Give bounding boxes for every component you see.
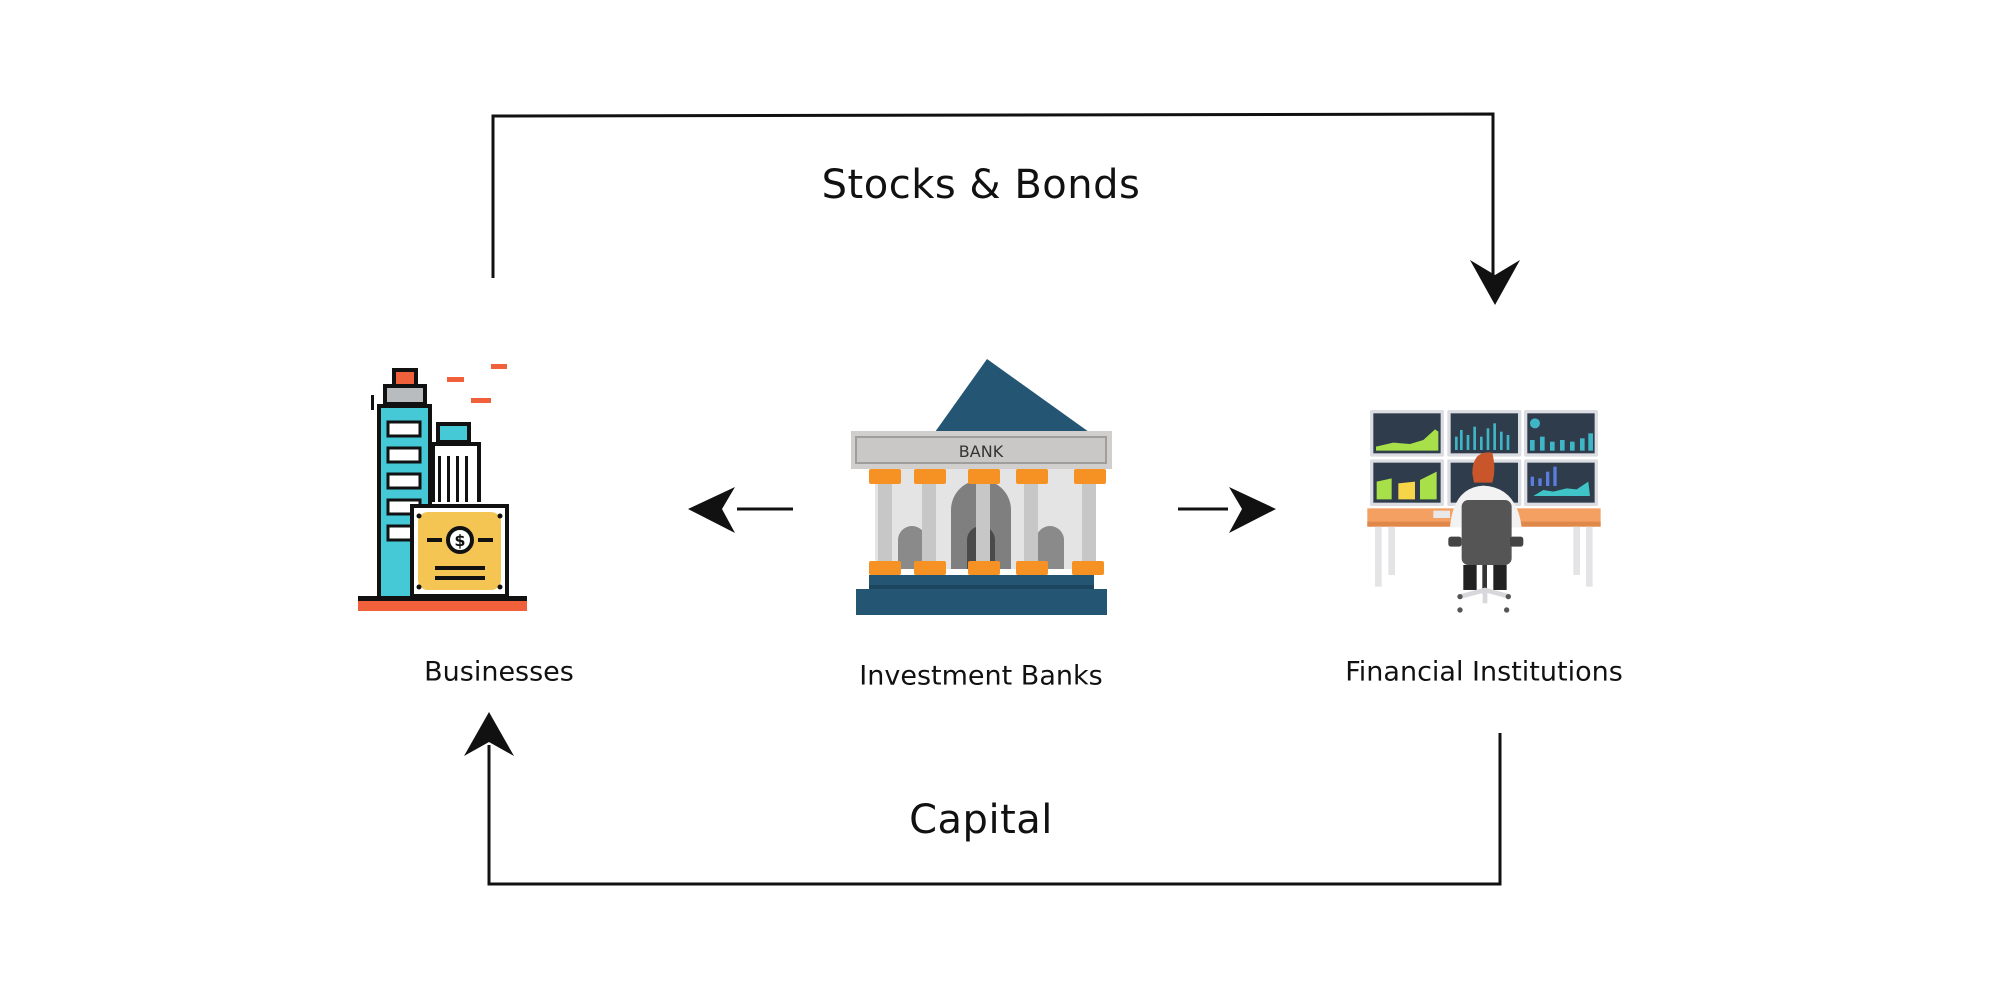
bank-to-businesses-arrow [688, 487, 793, 533]
arrowhead-down-icon [1470, 260, 1520, 305]
bank-building-icon: BANK [851, 359, 1112, 615]
svg-text:$: $ [454, 531, 465, 550]
office-building-icon: $ [358, 364, 527, 611]
stocks-bonds-label: Stocks & Bonds [821, 162, 1141, 208]
businesses-label: Businesses [424, 656, 574, 688]
bank-sign: BANK [959, 442, 1004, 461]
stocks-bonds-flow-arrow [491, 112, 1495, 278]
capital-flow-arrow [487, 733, 1502, 886]
capital-label: Capital [909, 797, 1053, 843]
arrowhead-up-icon [464, 712, 514, 756]
investment-banks-label: Investment Banks [859, 660, 1103, 692]
trader-at-monitors-icon [1367, 409, 1601, 613]
financial-institutions-label: Financial Institutions [1345, 656, 1623, 688]
bank-to-institutions-arrow [1178, 487, 1276, 533]
